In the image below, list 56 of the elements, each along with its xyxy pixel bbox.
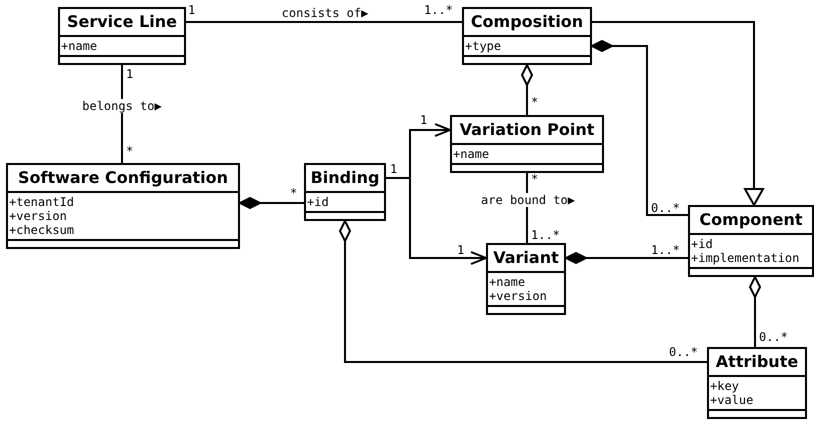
attribute: +key (709, 379, 739, 393)
aggregation-line (749, 276, 761, 347)
class-box (6, 163, 240, 249)
class-name: Service Line (66, 14, 177, 30)
attribute: +checksum (8, 223, 74, 237)
class-name: Composition (470, 14, 584, 30)
attribute: +name (60, 39, 98, 53)
multiplicity-label: * (126, 144, 134, 158)
multiplicity-label: 0..* (759, 330, 788, 344)
multiplicity-label: 1 (126, 67, 134, 81)
attribute: +version (488, 289, 547, 303)
attribute: +type (464, 39, 502, 53)
association-line (121, 65, 123, 163)
multiplicity-label: 0..* (651, 201, 680, 215)
attribute: +version (8, 209, 67, 223)
aggregation-line (521, 64, 533, 115)
attribute: +id (306, 195, 329, 209)
class-box (450, 115, 604, 173)
multiplicity-label: 0..* (669, 345, 698, 359)
class-name: Software Configuration (18, 170, 228, 186)
multiplicity-label: * (531, 172, 538, 186)
class-box (304, 163, 386, 221)
class-box (688, 205, 814, 277)
multiplicity-label: 1..* (424, 3, 453, 17)
edge-label: are bound to▶ (480, 193, 576, 207)
class-box (58, 7, 186, 65)
edge-label: belongs to▶ (81, 99, 163, 113)
multiplicity-label: 1 (188, 3, 196, 17)
aggregation-line (339, 220, 707, 363)
class-box (462, 7, 592, 65)
multiplicity-label: 1..* (651, 243, 680, 257)
class-name: Binding (310, 170, 380, 186)
class-name: Component (699, 212, 803, 228)
generalization-arrow (592, 21, 764, 206)
multiplicity-label: 1 (457, 243, 464, 257)
attribute: +tenantId (8, 195, 74, 209)
attribute: +value (709, 393, 754, 407)
multiplicity-label: 1 (420, 113, 428, 127)
multiplicity-label: 1 (390, 162, 398, 176)
class-box (486, 243, 566, 315)
class-name: Variation Point (460, 122, 594, 138)
attribute: +name (488, 275, 526, 289)
attribute: +implementation (690, 251, 800, 265)
attribute: +id (690, 237, 713, 251)
class-box (707, 347, 807, 419)
class-name: Attribute (716, 354, 798, 370)
attribute: +name (452, 147, 490, 161)
edge-label: consists of▶ (280, 6, 370, 20)
multiplicity-label: * (531, 95, 538, 109)
composition-line (591, 40, 688, 216)
association-line (186, 21, 462, 23)
composition-line (239, 197, 304, 209)
class-name: Variant (493, 250, 559, 266)
multiplicity-label: * (290, 186, 298, 200)
multiplicity-label: 1..* (531, 228, 560, 242)
composition-line (565, 252, 688, 264)
